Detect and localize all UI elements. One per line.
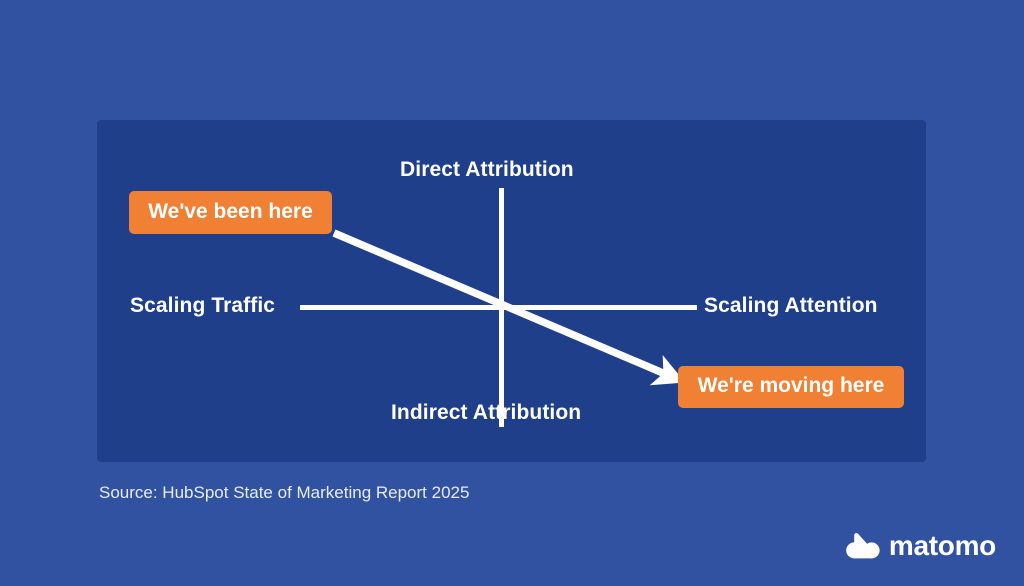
axis-label-indirect-attribution: Indirect Attribution: [391, 401, 582, 424]
matomo-wordmark: matomo: [888, 530, 996, 561]
badge-weve-been-here: We've been here: [129, 191, 332, 234]
matomo-logo: matomo: [846, 530, 996, 562]
quadrant-panel: Direct Attribution Indirect Attribution …: [97, 120, 926, 462]
source-caption: Source: HubSpot State of Marketing Repor…: [99, 483, 470, 502]
axis-label-direct-attribution: Direct Attribution: [400, 158, 574, 181]
axis-label-scaling-attention: Scaling Attention: [704, 294, 878, 317]
matomo-m-icon: [846, 533, 880, 559]
axis-label-scaling-traffic: Scaling Traffic: [130, 294, 276, 317]
horizontal-axis-line: [300, 305, 697, 310]
badge-were-moving-here: We're moving here: [678, 366, 904, 408]
